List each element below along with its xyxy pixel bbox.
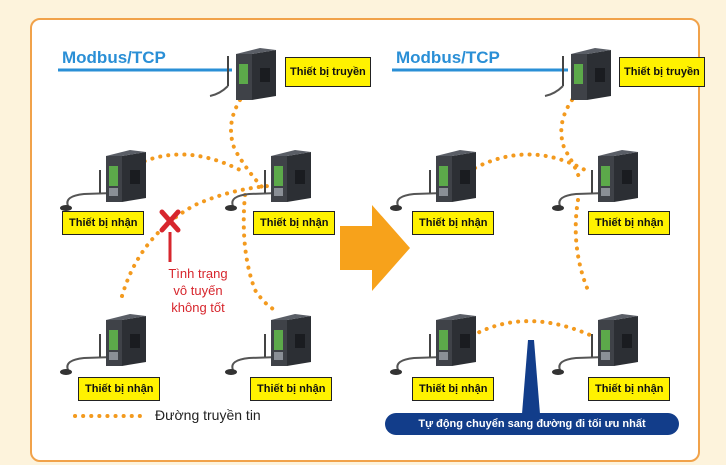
modbus-label-left: Modbus/TCP: [62, 48, 166, 67]
receiver-device-right-2: [551, 149, 639, 212]
transmitter-device-right: [544, 47, 612, 101]
signal-failure-x-icon: [159, 209, 181, 233]
warning-line-2: vô tuyến: [173, 283, 223, 298]
receiver-label-left-4: Thiết bị nhận: [250, 377, 333, 401]
left-paths: [120, 98, 292, 312]
receiver-label-left-1: Thiết bị nhận: [62, 211, 145, 235]
legend-label: Đường truyền tin: [155, 407, 261, 423]
receiver-device-left-2: [224, 149, 312, 212]
receiver-device-right-1: [389, 149, 477, 212]
transmitter-device-left: [209, 47, 277, 101]
right-paths: [463, 98, 592, 342]
transmitter-label-left: Thiết bị truyền: [285, 57, 371, 87]
receiver-label-right-2: Thiết bị nhận: [588, 211, 671, 235]
optimal-route-callout: Tự động chuyển sang đường đi tối ưu nhất: [385, 413, 679, 435]
receiver-label-right-3: Thiết bị nhận: [412, 377, 495, 401]
receiver-device-left-1: [59, 149, 147, 212]
transmitter-label-right: Thiết bị truyền: [619, 57, 705, 87]
receiver-label-right-4: Thiết bị nhận: [588, 377, 671, 401]
receiver-label-left-3: Thiết bị nhận: [78, 377, 161, 401]
modbus-label-right: Modbus/TCP: [396, 48, 500, 67]
transition-arrow-icon: [340, 205, 410, 291]
warning-line-3: không tốt: [171, 300, 225, 315]
receiver-label-right-1: Thiết bị nhận: [412, 211, 495, 235]
warning-text: Tình trạng vô tuyến không tốt: [143, 265, 253, 316]
receiver-device-left-3: [59, 313, 147, 376]
receiver-device-right-4: [551, 313, 639, 376]
callout-pointer: [522, 340, 540, 414]
receiver-device-right-3: [389, 313, 477, 376]
receiver-label-left-2: Thiết bị nhận: [253, 211, 336, 235]
receiver-device-left-4: [224, 313, 312, 376]
warning-line-1: Tình trạng: [168, 266, 228, 281]
